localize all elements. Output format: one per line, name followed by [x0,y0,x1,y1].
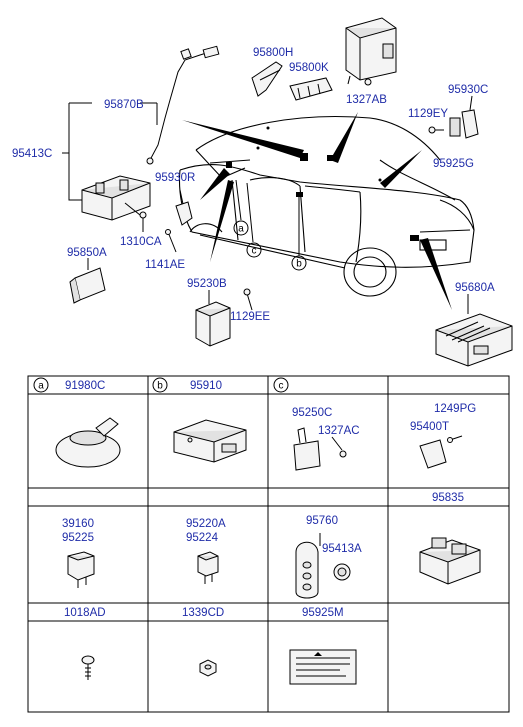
label-95925M: 95925M [302,607,344,619]
label-95870B: 95870B [104,99,144,111]
arrow-to-95930R [200,168,230,200]
sensor-95930R [175,189,193,226]
module-95413C [81,175,151,221]
svg-text:95225: 95225 [62,532,94,544]
part-95835 [419,537,481,585]
bracket-95800H [251,61,283,97]
callout-b: b [291,255,307,271]
parts-table [27,375,510,713]
svg-text:b: b [157,381,163,392]
svg-text:c: c [252,246,257,257]
svg-text:95760: 95760 [306,515,338,527]
label-91980C: 91980C [65,380,105,392]
svg-text:a: a [238,224,244,235]
label-95925G: 95925G [433,158,474,170]
label-1141AE: 1141AE [145,259,185,271]
svg-text:95220A: 95220A [186,518,226,530]
svg-text:95400T: 95400T [410,421,449,433]
main-part-labels: 95870B 95413C 95800H 95800K 1327AB 95930… [12,47,495,323]
sensor-95930C [449,95,479,139]
label-95930R: 95930R [155,172,195,184]
part-91980C [55,417,121,468]
part-1339CD [199,659,217,677]
callout-c: c [246,242,262,258]
relay-95230B [195,290,231,347]
part-95220A: 95220A 95224 [186,518,226,584]
label-95930C: 95930C [448,84,488,96]
antenna-cable [149,49,217,161]
label-95800K: 95800K [289,62,329,74]
arrow-to-95680A [420,238,452,310]
arrow-to-95800 [182,120,304,158]
label-95230B: 95230B [187,278,227,290]
part-95400T: 1249PG 95400T [410,403,476,469]
arrow-to-1327AB [330,112,358,163]
svg-text:b: b [296,259,302,270]
module-95800K [289,77,333,101]
svg-text:95413A: 95413A [322,543,362,555]
svg-text:39160: 39160 [62,518,94,530]
label-95680A: 95680A [455,282,495,294]
label-95835: 95835 [432,492,464,504]
cell-c-header: c [273,377,289,393]
part-39160: 39160 95225 [62,518,95,588]
module-95850A [69,258,106,304]
cell-a-header: a 91980C [33,377,105,393]
arrow-to-95230B [210,180,234,262]
leader-arrows [182,112,452,310]
label-95910: 95910 [190,380,222,392]
label-1018AD: 1018AD [64,607,106,619]
part-95910 [173,419,247,463]
cell-b-header: b 95910 [152,377,222,393]
callout-a: a [233,220,249,236]
label-95800H: 95800H [253,47,293,59]
arrow-to-95925G [380,150,422,188]
module-1327AB [345,17,397,86]
module-95680A [435,294,513,367]
svg-text:c: c [279,381,284,392]
svg-text:95224: 95224 [186,532,219,544]
label-1327AB: 1327AB [346,94,387,106]
label-1310CA: 1310CA [120,236,162,248]
label-95850A: 95850A [67,247,107,259]
svg-text:1327AC: 1327AC [318,425,360,437]
part-1018AD [81,655,95,680]
svg-text:95250C: 95250C [292,407,332,419]
label-1339CD: 1339CD [182,607,224,619]
part-95925M [289,649,357,685]
svg-text:a: a [38,381,44,392]
label-1129EY: 1129EY [408,108,448,120]
part-95250C: 95250C 1327AC [292,407,360,471]
label-1129EE: 1129EE [230,311,270,323]
label-95413C: 95413C [12,148,52,160]
svg-text:1249PG: 1249PG [434,403,476,415]
part-95760: 95760 95413A [295,515,362,599]
